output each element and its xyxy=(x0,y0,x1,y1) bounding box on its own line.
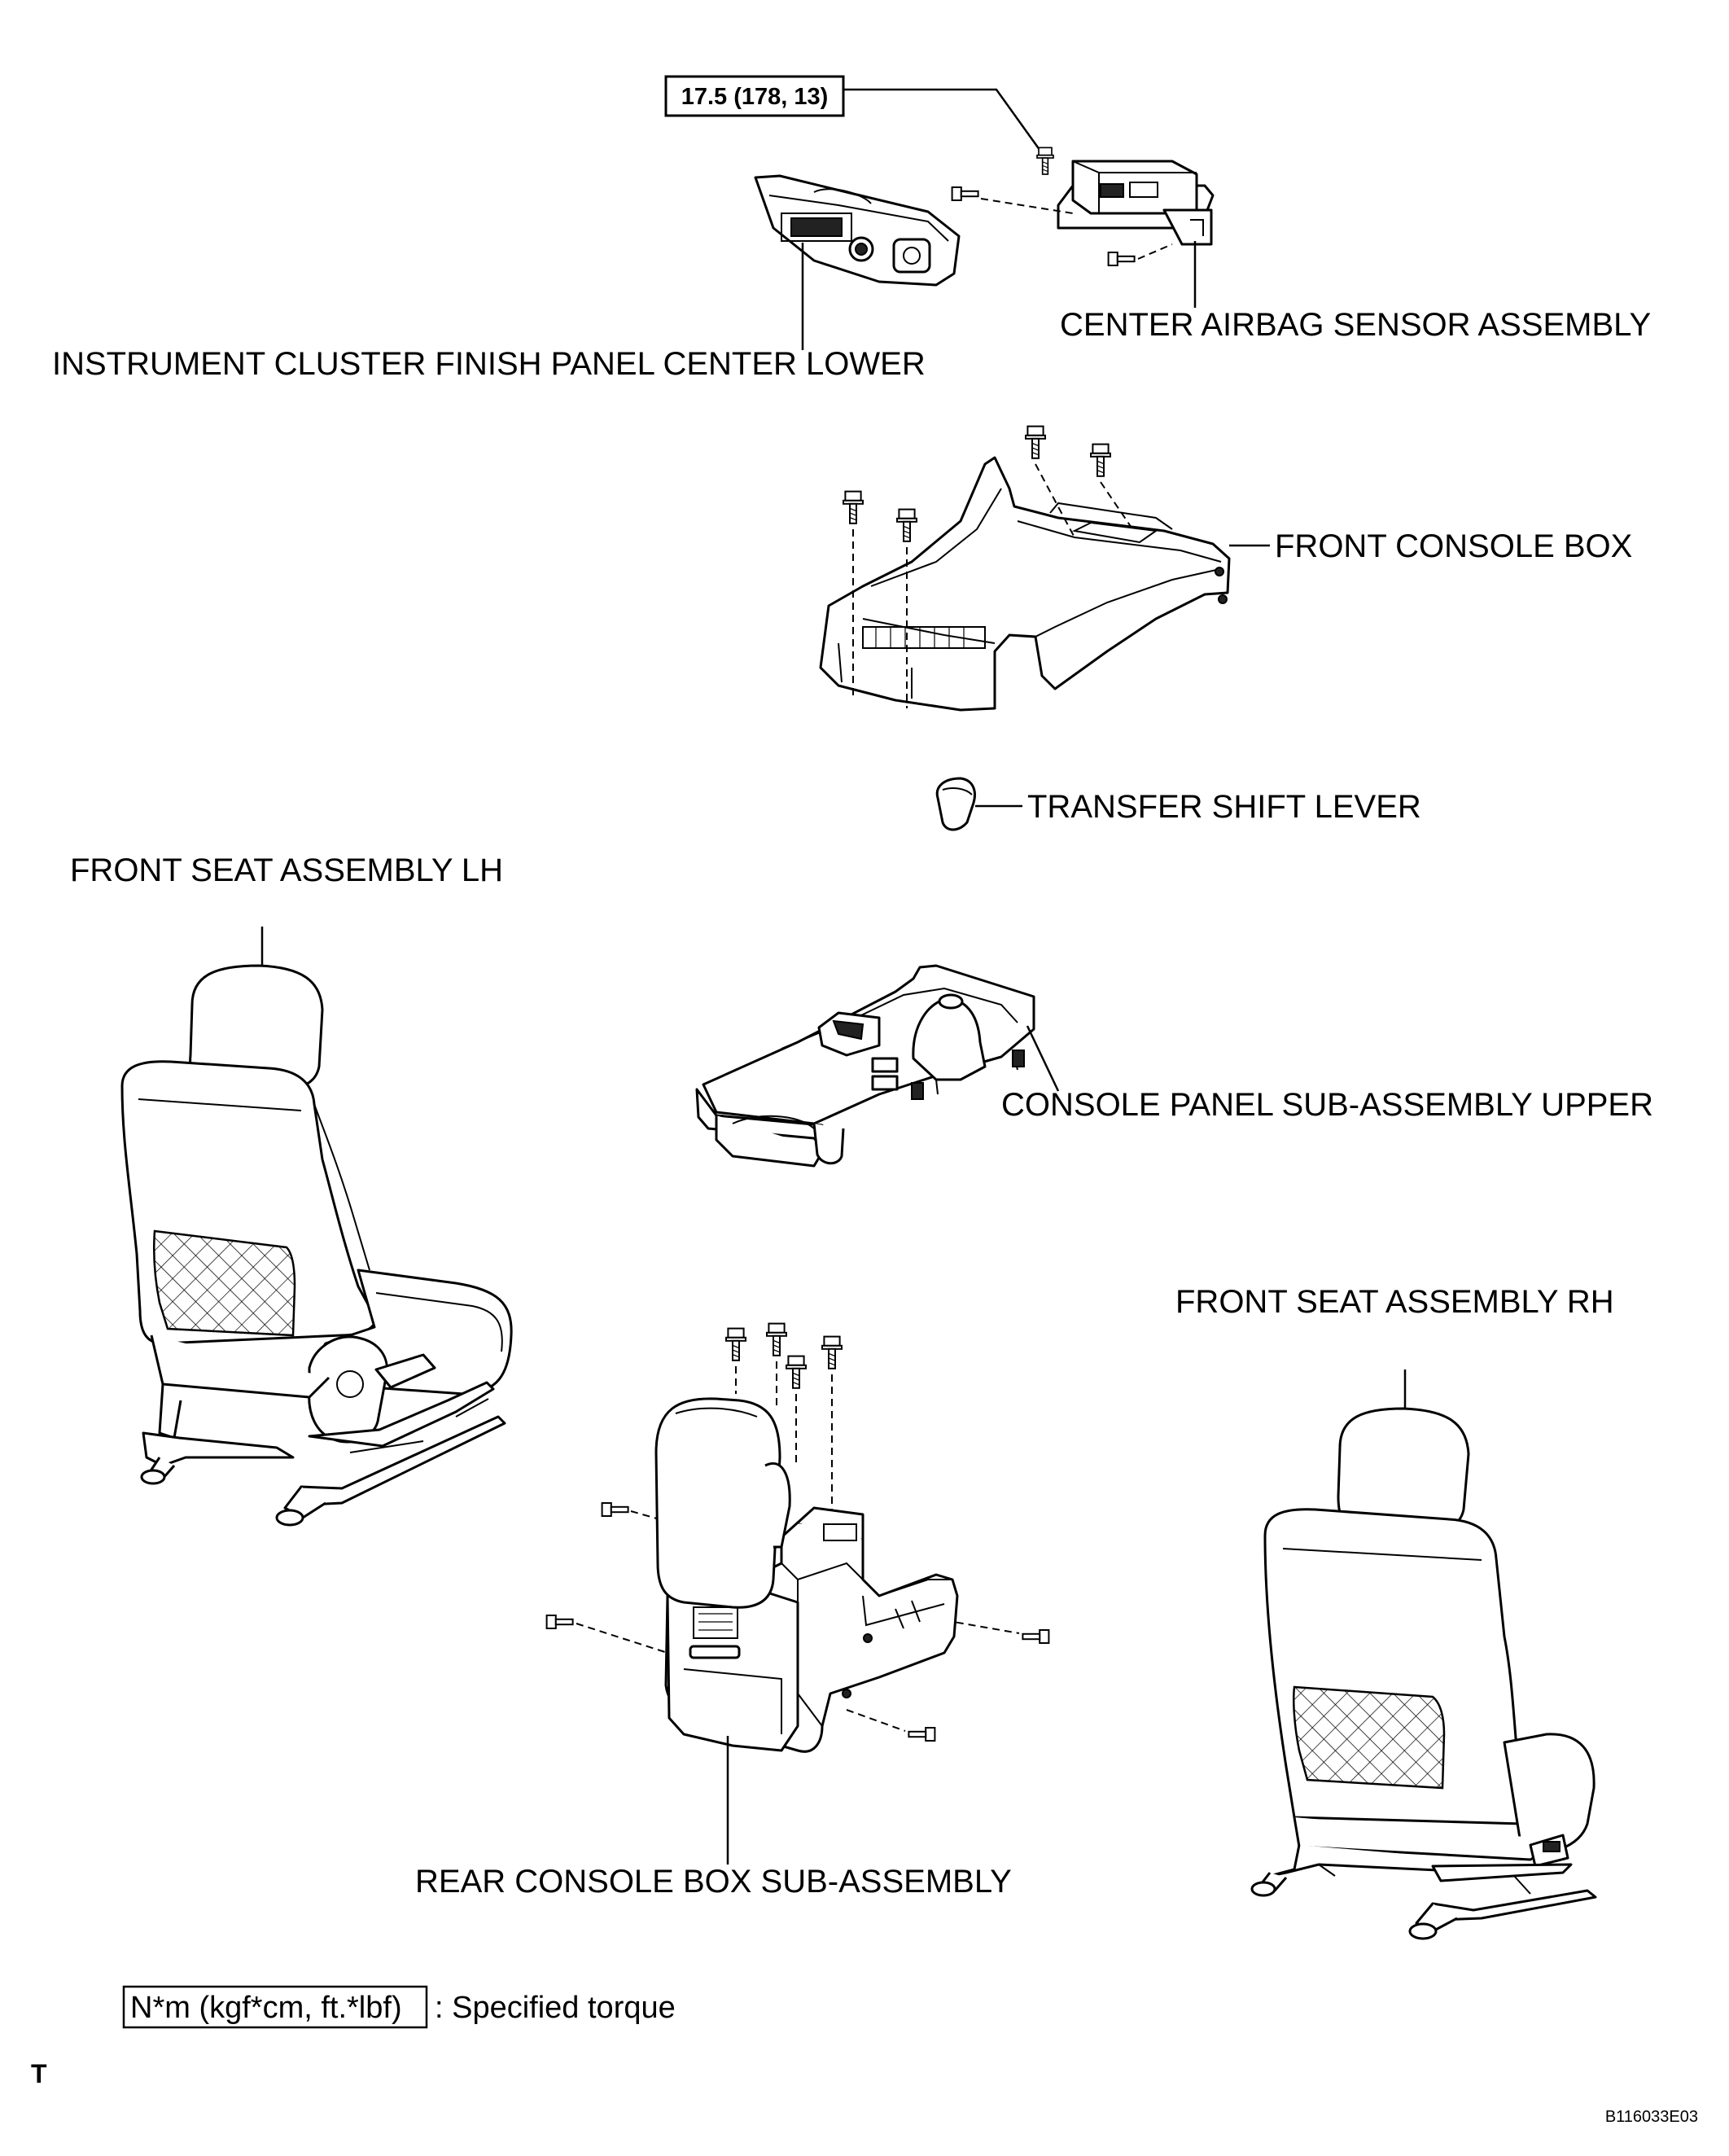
label-front-console-box: FRONT CONSOLE BOX xyxy=(1275,528,1632,564)
airbag-sensor-screw-icon xyxy=(951,186,979,202)
legend-unit: N*m (kgf*cm, ft.*lbf) xyxy=(130,1991,402,2025)
rear-console-bolt-icon xyxy=(821,1335,843,1370)
rear-console-screw-icon xyxy=(908,1726,936,1742)
rear-console-screw-icon xyxy=(545,1614,574,1630)
console-panel-upper-illustration xyxy=(695,964,1060,1168)
rear-console-box-illustration xyxy=(545,1322,1050,1865)
console-bolt-icon xyxy=(1024,425,1047,460)
label-rear-console-box: REAR CONSOLE BOX SUB-ASSEMBLY xyxy=(415,1864,1012,1900)
instrument-cluster-panel-illustration xyxy=(754,174,961,350)
legend-meaning: : Specified torque xyxy=(435,1991,676,2025)
label-front-seat-lh: FRONT SEAT ASSEMBLY LH xyxy=(70,852,503,888)
corner-mark: T xyxy=(31,2059,47,2088)
rear-console-bolt-icon xyxy=(765,1322,788,1357)
airbag-sensor-screw-icon xyxy=(1107,251,1136,267)
torque-legend: N*m (kgf*cm, ft.*lbf) : Specified torque xyxy=(122,1985,676,2029)
rear-console-screw-icon xyxy=(601,1501,629,1518)
console-bolt-icon xyxy=(895,508,918,543)
front-seat-lh-illustration xyxy=(120,927,513,1527)
figure-code: B116033E03 xyxy=(1605,2108,1698,2126)
front-seat-rh-illustration xyxy=(1250,1369,1597,1940)
label-front-seat-rh: FRONT SEAT ASSEMBLY RH xyxy=(1175,1284,1614,1320)
label-console-panel-upper: CONSOLE PANEL SUB-ASSEMBLY UPPER xyxy=(1001,1087,1653,1123)
center-airbag-sensor-illustration xyxy=(951,147,1215,308)
front-console-box-illustration xyxy=(819,425,1270,712)
torque-callout: 17.5 (178, 13) xyxy=(664,75,1044,154)
label-transfer-shift-lever: TRANSFER SHIFT LEVER xyxy=(1027,789,1421,825)
rear-console-bolt-icon xyxy=(724,1327,747,1362)
label-instrument-cluster-panel: INSTRUMENT CLUSTER FINISH PANEL CENTER L… xyxy=(52,346,926,382)
console-bolt-icon xyxy=(1089,443,1112,478)
transfer-shift-lever-illustration xyxy=(935,777,1022,831)
torque-value: 17.5 (178, 13) xyxy=(681,84,829,110)
rear-console-screw-icon xyxy=(1022,1628,1050,1645)
rear-console-bolt-icon xyxy=(785,1355,808,1390)
console-bolt-icon xyxy=(842,490,864,525)
torque-bolt-icon xyxy=(1035,147,1055,176)
label-center-airbag-sensor: CENTER AIRBAG SENSOR ASSEMBLY xyxy=(1060,307,1651,343)
